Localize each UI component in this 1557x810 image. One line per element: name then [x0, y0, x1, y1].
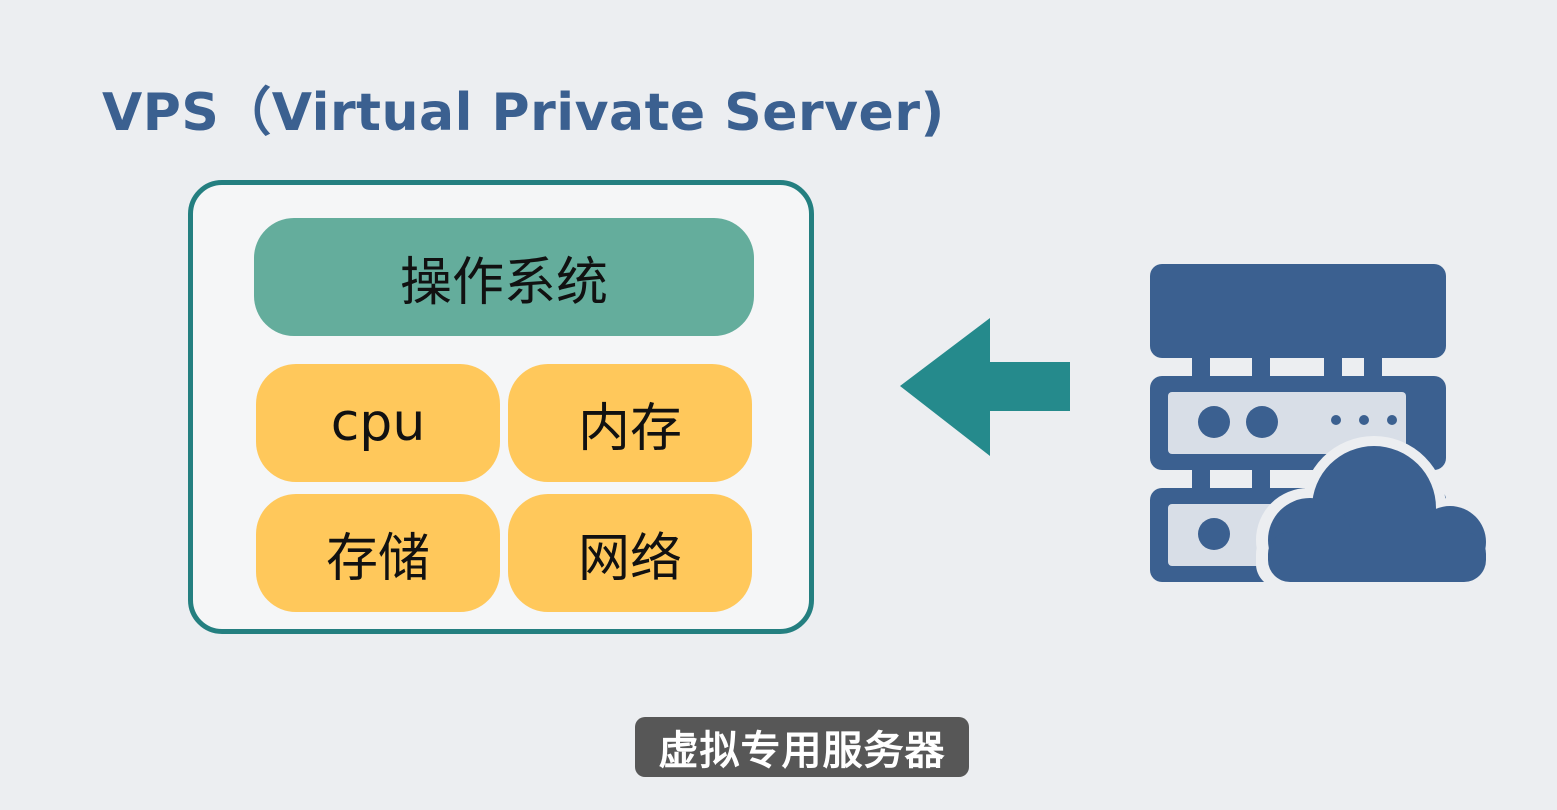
left-arrow-icon: [900, 318, 1070, 456]
subtitle-caption: 虚拟专用服务器: [635, 717, 969, 777]
slide-title: VPS（Virtual Private Server): [102, 83, 945, 143]
network-block: 网络: [508, 494, 752, 612]
os-block: 操作系统: [254, 218, 754, 336]
cpu-block: cpu: [256, 364, 500, 482]
storage-block: 存储: [256, 494, 500, 612]
memory-block: 内存: [508, 364, 752, 482]
cloud-server-icon: [1150, 264, 1488, 586]
